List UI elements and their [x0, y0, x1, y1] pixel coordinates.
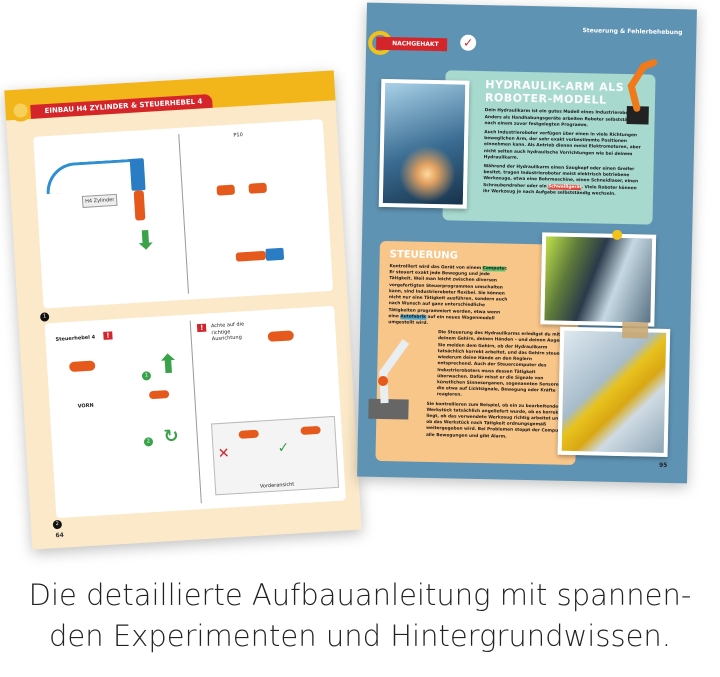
left-manual-page: EINBAU H4 ZYLINDER & STEUERHEBEL 4 ⬇ H4 …: [4, 70, 362, 550]
nachgehakt-badge: NACHGEHAKT: [376, 36, 447, 52]
lever-illustration: [148, 390, 170, 400]
industrial-robot-icon: [626, 59, 658, 125]
assembled-cylinder-illustration: [235, 250, 267, 262]
highlight-term: Schweißgerät: [548, 184, 582, 190]
car-factory-robots-photo: [557, 326, 671, 457]
page-number: 64: [55, 531, 65, 540]
page-number: 95: [658, 461, 668, 469]
highlight-term: Autofabrik: [400, 314, 427, 320]
paragraph: Die Steuerung des Hydraulikarms erledigs…: [436, 330, 565, 399]
lever-illustration: [238, 429, 259, 439]
step-2-panel: Steuerhebel 4 ! VORN ⬆ 1 2 ↻ ! Achte auf…: [44, 305, 346, 519]
up-arrow-icon: ⬆: [156, 351, 181, 381]
front-label: VORN: [77, 402, 94, 410]
orientation-notice: Achte auf die richtige Ausrichtung: [210, 321, 245, 343]
warning-icon: !: [196, 323, 207, 333]
correct-check-icon: ✓: [277, 439, 290, 457]
cylinder-rod-illustration: [133, 190, 146, 221]
rotate-arrow-icon: ↻: [163, 427, 180, 448]
step-number: 1: [39, 312, 50, 322]
front-view-inset: ✕ ✓ Vorderansicht: [210, 415, 340, 496]
part-label: P10: [233, 132, 244, 139]
welding-robots-photo: [378, 78, 470, 209]
hydraulic-arm-model-icon: [368, 339, 410, 420]
step-number: 2: [52, 519, 63, 530]
lever-illustration: [267, 330, 295, 342]
assembled-cylinder-illustration: [265, 247, 285, 261]
lever-illustration: [68, 360, 96, 373]
lever-label: Steuerhebel 4: [55, 334, 96, 343]
sub-step-number: 2: [143, 437, 154, 447]
cylinder-illustration: [129, 158, 146, 191]
panel-divider: [189, 320, 202, 504]
paragraph: Kontrolliert wird das Gerät von einem Co…: [388, 264, 509, 329]
part-illustration: [248, 182, 267, 194]
check-icon: ✓: [460, 34, 477, 51]
control-room-photo: [540, 232, 657, 327]
tape-decoration: [622, 322, 649, 339]
panel-divider: [178, 133, 190, 294]
warning-icon: !: [103, 331, 113, 340]
front-view-label: Vorderansicht: [259, 481, 295, 490]
step-1-panel: ⬇ H4 Zylinder P10: [33, 119, 334, 309]
hose-illustration: [44, 158, 137, 195]
paragraph: Während der Hydraulikarm einen Saugkopf …: [483, 164, 644, 198]
wrong-cross-icon: ✕: [217, 445, 231, 463]
paragraph: Sie kontrollieren zum Beispiel, ob ein z…: [425, 401, 566, 440]
text: . Er steuert exakt jede Bewegung und jed…: [388, 266, 508, 320]
paragraph: Auch Industrieroboter verfügen über eine…: [483, 130, 641, 161]
caption-line-1: Die detaillierte Aufbauanleitung mit spa…: [28, 578, 692, 612]
caption-line-2: den Experimenten und Hintergrundwissen.: [48, 619, 672, 653]
lever-illustration: [300, 425, 321, 436]
cylinder-label: H4 Zylinder: [81, 193, 118, 208]
highlight-term: Computer: [482, 266, 506, 272]
right-manual-page: Steuerung & Fehlerbehebung NACHGEHAKT ✓ …: [357, 2, 697, 484]
sub-step-number: 1: [141, 371, 152, 381]
down-arrow-icon: ⬇: [133, 225, 158, 257]
part-illustration: [216, 184, 236, 196]
section-title: Steuerung & Fehlerbehebung: [582, 27, 683, 37]
